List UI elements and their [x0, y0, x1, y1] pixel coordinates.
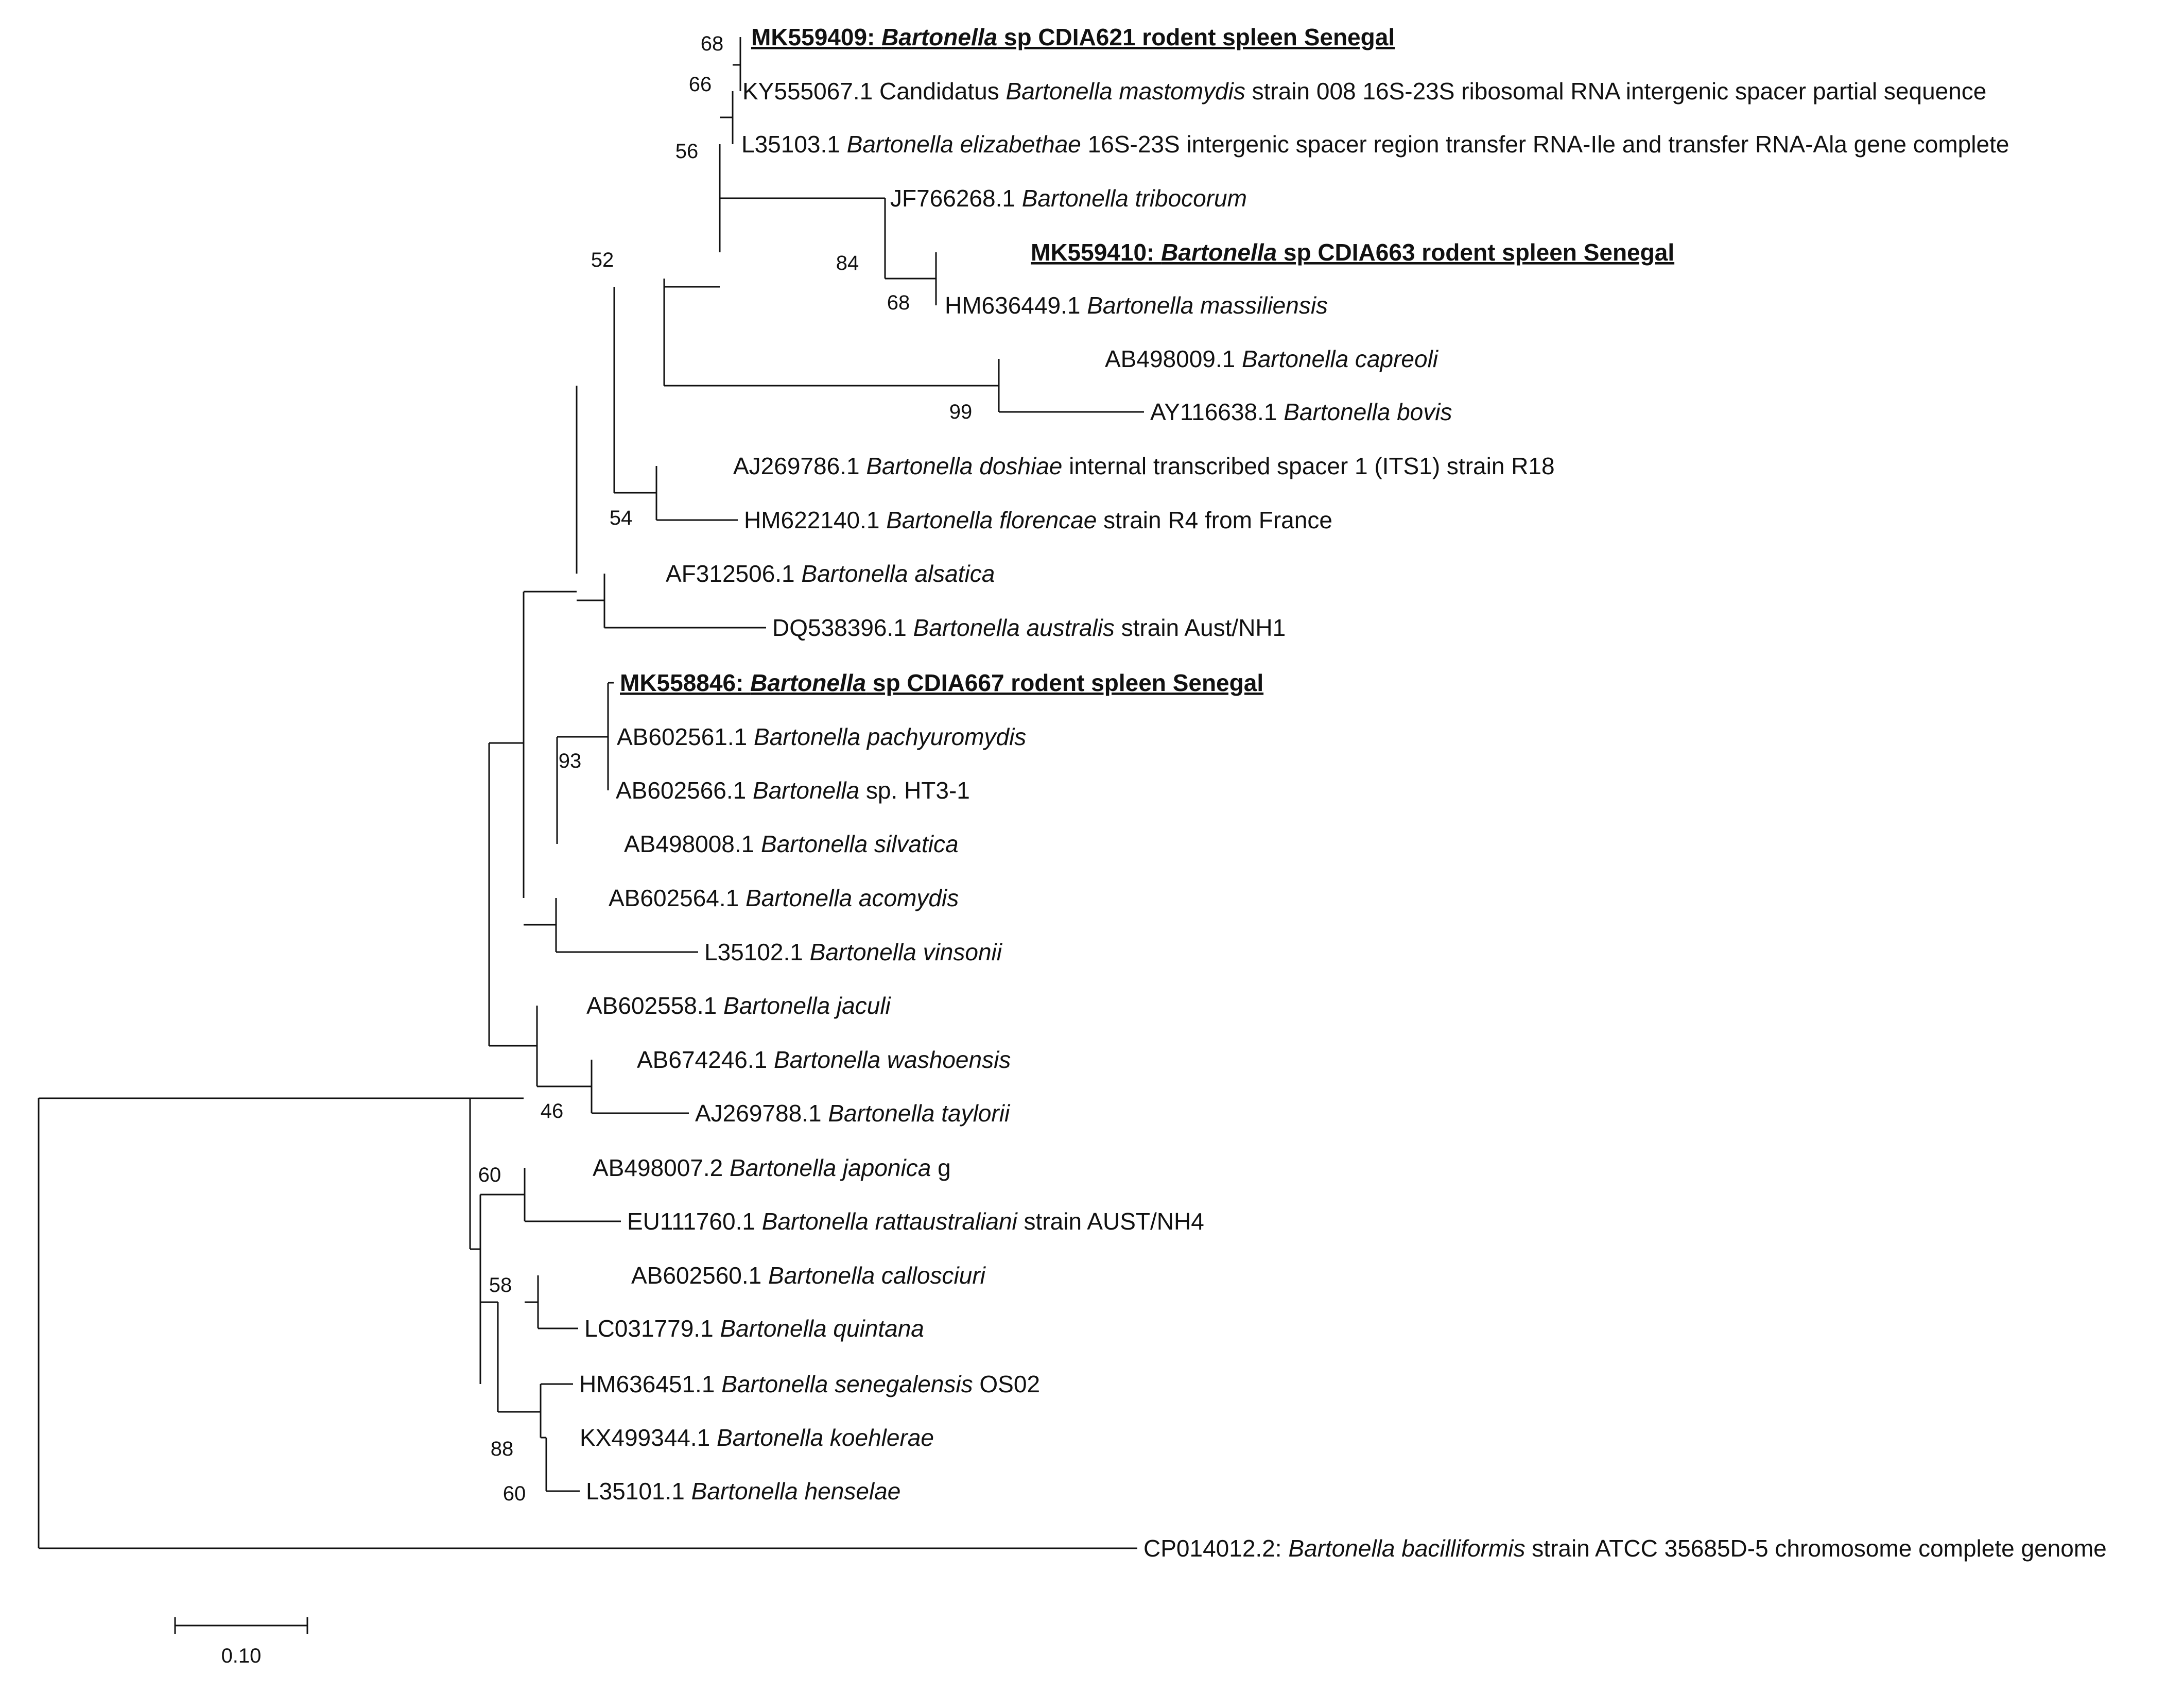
tip-label-kx499344: KX499344.1 Bartonella koehlerae: [580, 1424, 934, 1451]
tip-label-ab602564: AB602564.1 Bartonella acomydis: [609, 885, 959, 911]
tip-label-aj269788: AJ269788.1 Bartonella taylorii: [695, 1100, 1011, 1127]
tip-label-ab674246: AB674246.1 Bartonella washoensis: [637, 1046, 1011, 1073]
tip-label-lc031779: LC031779.1 Bartonella quintana: [584, 1315, 924, 1342]
tip-label-ab602566: AB602566.1 Bartonella sp. HT3-1: [616, 777, 970, 804]
tip-label-mk559410: MK559410: Bartonella sp CDIA663 rodent s…: [1031, 239, 1674, 266]
tip-label-jf766268: JF766268.1 Bartonella tribocorum: [890, 185, 1247, 212]
tip-label-ab498007: AB498007.2 Bartonella japonica g: [593, 1154, 951, 1181]
bootstrap-value: 54: [610, 507, 633, 529]
bootstrap-value: 68: [701, 32, 724, 55]
tip-label-hm622140: HM622140.1 Bartonella florencae strain R…: [744, 507, 1332, 533]
tip-label-ab602560: AB602560.1 Bartonella callosciuri: [631, 1262, 986, 1289]
bootstrap-value: 84: [836, 252, 859, 274]
tip-label-cp014012: CP014012.2: Bartonella bacilliformis str…: [1143, 1535, 2107, 1562]
tip-label-l35103: L35103.1 Bartonella elizabethae 16S-23S …: [741, 131, 2009, 158]
tip-label-ky555067: KY555067.1 Candidatus Bartonella mastomy…: [742, 78, 1986, 105]
tip-label-af312506: AF312506.1 Bartonella alsatica: [666, 560, 995, 587]
bootstrap-value: 66: [689, 73, 712, 96]
tip-label-mk558846: MK558846: Bartonella sp CDIA667 rodent s…: [620, 669, 1263, 696]
bootstrap-value: 52: [591, 249, 614, 271]
tip-label-mk559409: MK559409: Bartonella sp CDIA621 rodent s…: [751, 24, 1395, 50]
tip-label-hm636451: HM636451.1 Bartonella senegalensis OS02: [579, 1371, 1040, 1397]
bootstrap-value: 56: [675, 140, 699, 163]
tip-label-aj269786: AJ269786.1 Bartonella doshiae internal t…: [733, 453, 1555, 479]
bootstrap-value: 88: [491, 1438, 514, 1460]
tip-label-dq538396: DQ538396.1 Bartonella australis strain A…: [772, 614, 1286, 641]
tip-label-l35102: L35102.1 Bartonella vinsonii: [704, 939, 1003, 965]
tip-label-ay116638: AY116638.1 Bartonella bovis: [1150, 399, 1452, 425]
bootstrap-value: 46: [541, 1100, 564, 1122]
bootstrap-value: 93: [559, 750, 582, 772]
tip-label-l35101: L35101.1 Bartonella henselae: [586, 1478, 900, 1505]
tip-label-hm636449: HM636449.1 Bartonella massiliensis: [945, 292, 1328, 319]
bootstrap-value: 68: [887, 291, 910, 314]
tip-label-ab602561: AB602561.1 Bartonella pachyuromydis: [617, 723, 1026, 750]
scale-bar-label: 0.10: [221, 1645, 262, 1667]
tip-label-ab498008: AB498008.1 Bartonella silvatica: [624, 831, 959, 857]
tip-label-ab602558: AB602558.1 Bartonella jaculi: [586, 992, 892, 1019]
tip-label-eu111760: EU111760.1 Bartonella rattaustraliani st…: [627, 1208, 1204, 1235]
bootstrap-value: 60: [503, 1482, 526, 1505]
bootstrap-value: 99: [949, 401, 973, 423]
bootstrap-value: 58: [489, 1274, 512, 1297]
bootstrap-value: 60: [478, 1164, 501, 1186]
tip-label-ab498009: AB498009.1 Bartonella capreoli: [1105, 345, 1439, 372]
